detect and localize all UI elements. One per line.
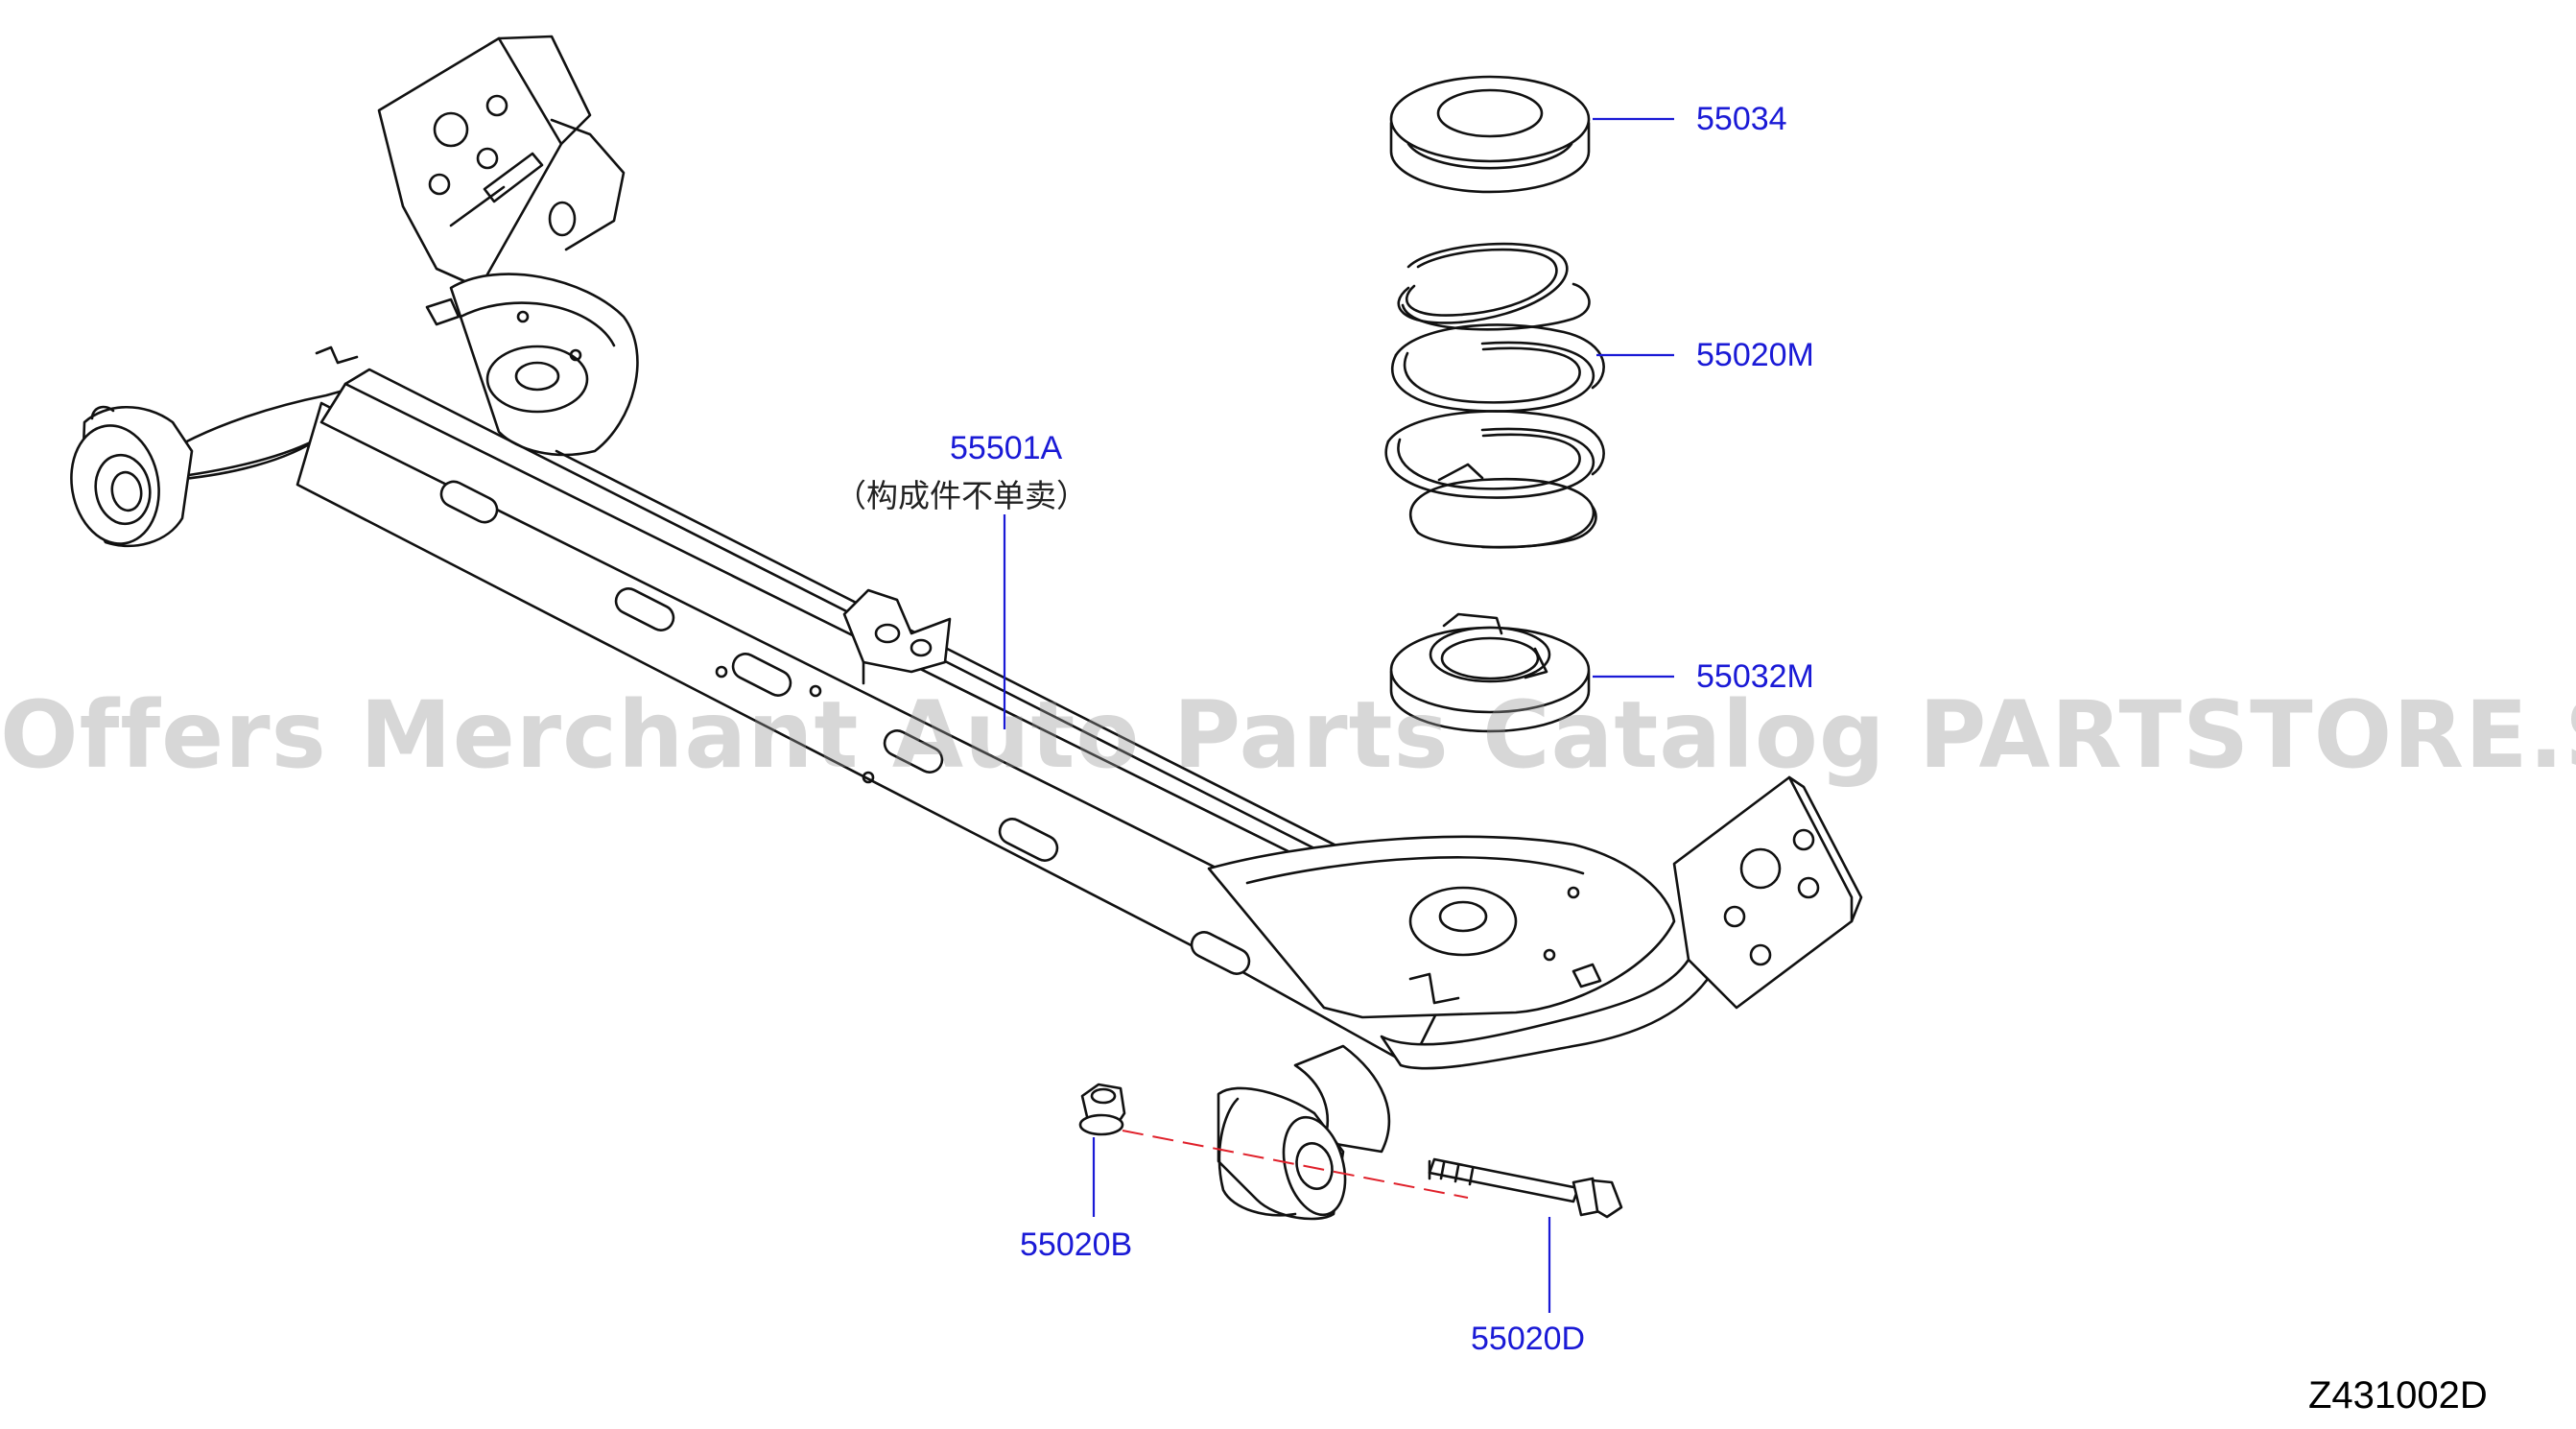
callout-55032m[interactable]: 55032M (1696, 658, 1814, 695)
rear-axle-beam[interactable] (152, 35, 1863, 1154)
callout-55020b[interactable]: 55020B (1020, 1227, 1133, 1263)
leader-lines (1003, 117, 1674, 1313)
callout-55034[interactable]: 55034 (1696, 101, 1787, 137)
mounting-bolt[interactable] (1428, 1157, 1623, 1219)
left-bushing (70, 405, 194, 548)
watermark: Offers Merchant Auto Parts Catalog PARTS… (0, 681, 2576, 789)
right-bushing (1217, 1086, 1347, 1221)
coil-spring[interactable] (1384, 242, 1605, 549)
callout-55020d[interactable]: 55020D (1471, 1321, 1586, 1357)
callout-55020m[interactable]: 55020M (1696, 337, 1814, 373)
callout-55501a[interactable]: 55501A (950, 430, 1063, 466)
beam-note: （构成件不单卖） (835, 477, 1088, 514)
flange-nut[interactable] (1078, 1083, 1126, 1136)
bolt-axis-line (1122, 1130, 1469, 1199)
spring-seat-upper[interactable] (1389, 75, 1591, 194)
spring-seat-lower[interactable] (1389, 612, 1591, 733)
diagram-id: Z431002D (2308, 1374, 2488, 1417)
